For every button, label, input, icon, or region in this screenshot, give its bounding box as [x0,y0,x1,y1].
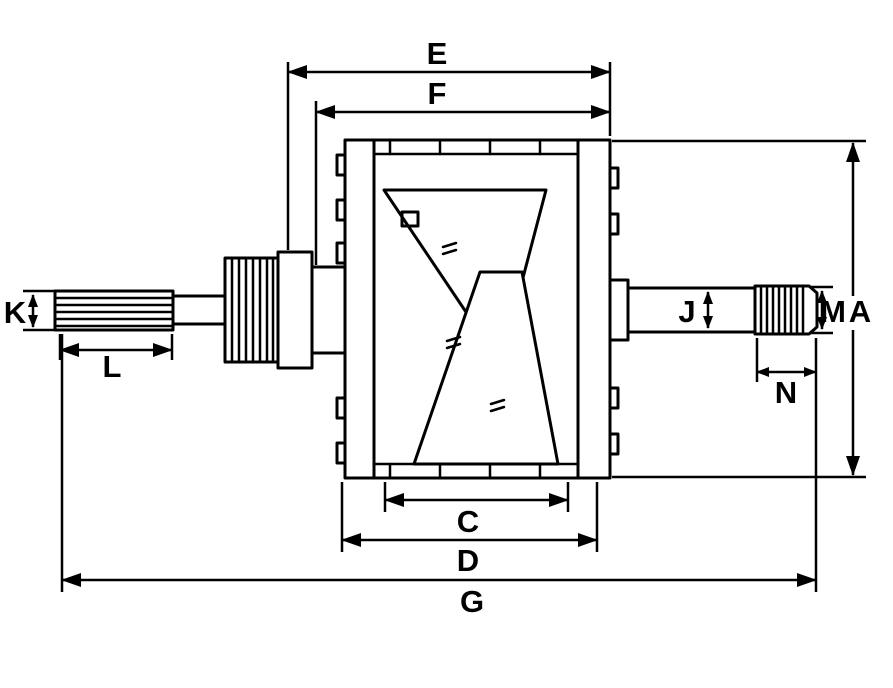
thread-lines [759,285,805,335]
dimension-F [314,101,611,265]
dimension-C [383,482,570,512]
dimension-labels: E F C D G K L J M A N [4,36,871,619]
claw-root-ticks [388,138,542,480]
slip-ring-lines [230,257,275,363]
dimension-D [340,482,599,552]
dimension-G [60,334,818,592]
dim-label-n: N [775,375,797,410]
spline-ridges [55,296,174,328]
dimension-A [612,139,866,479]
dim-label-d: D [457,543,479,578]
dim-label-j: J [678,294,695,329]
dimension-lines [23,62,866,592]
left-shaft-section [171,294,227,326]
right-shaft-section [626,286,757,334]
right-collar [608,278,630,342]
dimension-K [23,289,55,332]
dimension-M [810,285,833,335]
dimension-L [58,334,174,360]
threaded-end [753,284,819,336]
claw-pole-up [412,270,560,466]
dim-label-k: K [4,295,27,330]
washer-collar [276,250,314,370]
dim-label-c: C [457,504,479,539]
dim-label-g: G [460,584,484,619]
dimension-E [286,62,612,250]
hatch-marks [441,241,506,413]
dim-label-e: E [427,36,448,71]
dim-label-m: M [820,294,846,329]
dim-label-a: A [849,294,871,329]
rotor-body [343,138,612,480]
clip-detail [400,210,420,228]
spline-shaft [53,289,175,332]
slip-ring-section [223,256,280,364]
rotor-part-drawing [53,138,819,480]
spacer-collar [310,265,347,355]
dimension-N [755,338,817,382]
dim-label-l: L [103,349,122,384]
dim-label-f: F [428,76,447,111]
